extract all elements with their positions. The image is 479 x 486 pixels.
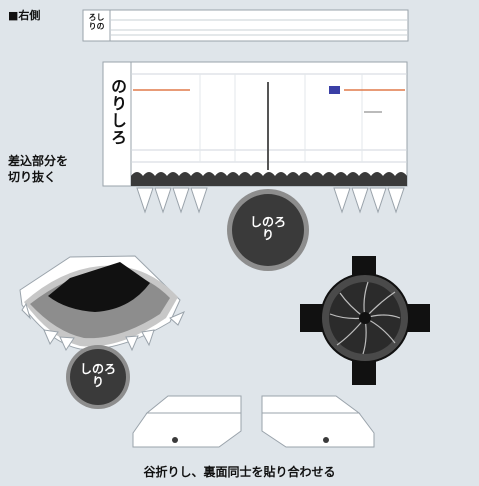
main-panel (102, 61, 408, 187)
tab-label: しのろり (88, 13, 105, 31)
insert-tabs (136, 187, 405, 214)
glue-label: のりしろ (108, 78, 127, 146)
label-circle-top (227, 189, 309, 271)
cut-instruction-line-1: 差込部分を (8, 154, 69, 168)
label-circle-left (66, 345, 130, 409)
fan-piece (19, 255, 185, 352)
bottom-right-flap (261, 395, 375, 448)
bottom-left-flap (132, 395, 242, 448)
top-strip (82, 9, 409, 42)
scallop-strip (131, 172, 407, 186)
cross-wheel (300, 256, 430, 385)
cut-instruction: 差込部分を 切り抜く (8, 153, 68, 185)
bottom-caption: 谷折りし、裏面同士を貼り合わせる (143, 465, 336, 479)
cut-instruction-line-2: 切り抜く (8, 170, 57, 185)
circle-label-left: しのろり (80, 362, 117, 389)
section-title: ■右側 (8, 9, 41, 22)
circle-label-top: しのろり (250, 215, 287, 242)
